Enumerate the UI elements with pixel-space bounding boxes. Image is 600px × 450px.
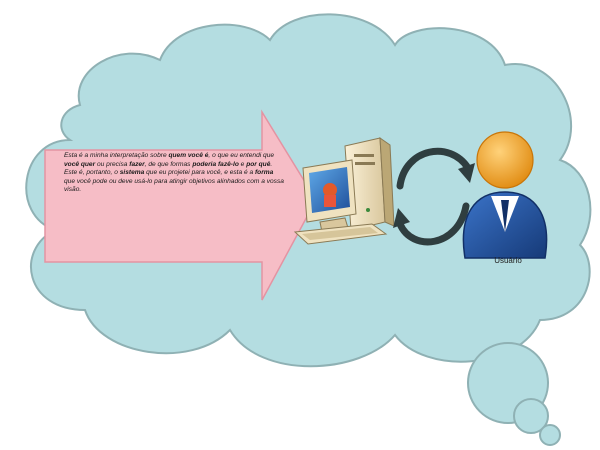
thought-bubble-medium — [513, 398, 549, 434]
description-segment-bold: quem você é — [168, 152, 209, 159]
cycle-arrows-icon — [396, 147, 472, 246]
description-segment: . Este é, portanto, o — [64, 160, 273, 177]
explanation-arrow — [44, 109, 317, 301]
user-icon — [462, 131, 548, 259]
description-segment: que eu projetei para você, e esta é a — [144, 169, 255, 177]
description-segment-bold: forma — [254, 169, 274, 177]
description-text: Esta é a minha interpretação sobre quem … — [64, 152, 286, 195]
thought-bubble-small — [539, 424, 561, 446]
description-segment: Esta é a minha interpretação sobre — [64, 152, 169, 159]
description-segment: , de que formas — [144, 160, 193, 168]
description-segment-bold: sistema — [119, 169, 145, 177]
cycle-arrowheads — [393, 163, 475, 228]
user-label: Usuário — [494, 256, 522, 265]
description-segment: e — [238, 160, 247, 168]
description-segment-bold: você quer — [64, 160, 96, 168]
computer-icon — [293, 136, 395, 245]
description-segment-bold: fazer — [129, 160, 145, 168]
description-segment: , o que eu entendi que — [208, 152, 275, 159]
description-segment-bold: poderia fazê-lo — [192, 160, 239, 168]
description-segment: ou precisa — [95, 160, 130, 168]
description-segment: que você pode ou deve usá-lo para atingi… — [64, 177, 284, 194]
description-segment-bold: por quê — [246, 160, 271, 168]
